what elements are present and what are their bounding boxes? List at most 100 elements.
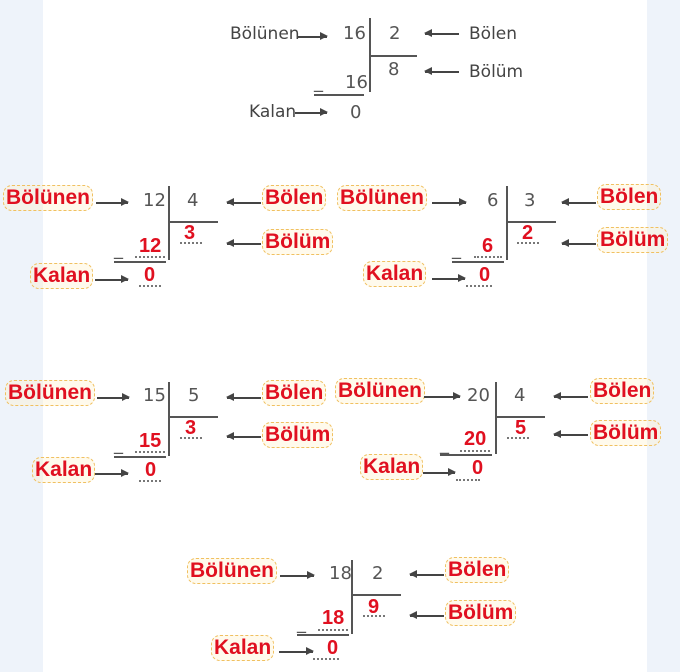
divisor-value: 4 (514, 385, 526, 406)
remainder-answer: 0 (144, 264, 156, 286)
dividend-value: 18 (329, 563, 352, 584)
arrow-left-icon (226, 394, 261, 400)
dividend-label: Bölünen (3, 185, 93, 211)
answer-blank (460, 450, 490, 452)
quotient-bar (506, 221, 556, 223)
remainder-label: Kalan (360, 454, 424, 480)
quotient-bar (495, 416, 545, 418)
quotient-label: Bölüm (262, 229, 334, 255)
arrow-left-icon (409, 612, 444, 618)
answer-blank (466, 285, 492, 287)
minus-sign: _ (314, 72, 323, 93)
dividend-label: Bölünen (335, 378, 425, 404)
quotient-label: Bölüm (469, 62, 524, 82)
minus-sign: _ (114, 434, 123, 455)
subtraction-bar (297, 634, 349, 636)
arrow-right-icon (96, 199, 129, 205)
answer-blank (180, 437, 202, 439)
division-bar (351, 560, 353, 634)
answer-blank (180, 242, 202, 244)
arrow-right-icon (95, 276, 129, 282)
arrow-right-icon (97, 394, 130, 400)
subtrahend-answer: 6 (482, 235, 494, 257)
subtrahend-answer: 18 (322, 607, 345, 629)
arrow-left-icon (424, 30, 459, 36)
remainder-label: Kalan (363, 261, 427, 287)
quotient-label: Bölüm (262, 422, 334, 448)
divisor-label: Bölen (597, 184, 662, 210)
remainder-label: Kalan (30, 263, 94, 289)
quotient-answer: 3 (184, 222, 196, 244)
division-bar (506, 186, 508, 260)
minus-sign: _ (452, 239, 461, 260)
quotient-answer: 3 (185, 417, 197, 439)
quotient-bar (351, 594, 401, 596)
dividend-value: 12 (143, 190, 166, 211)
arrow-right-icon (432, 275, 466, 281)
arrow-right-icon (432, 199, 467, 205)
subtrahend-answer: 12 (139, 235, 162, 257)
answer-blank (363, 615, 385, 617)
remainder-value: 0 (350, 102, 362, 123)
quotient-bar (369, 55, 417, 57)
divisor-label: Bölen (262, 185, 327, 211)
subtraction-bar (440, 454, 492, 456)
subtraction-bar (114, 261, 166, 263)
answer-blank (507, 437, 529, 439)
dividend-label: Bölünen (5, 380, 95, 406)
arrow-right-icon (279, 648, 314, 654)
dividend-label: Bölünen (230, 24, 300, 44)
quotient-label: Bölüm (597, 227, 669, 253)
arrow-left-icon (409, 571, 444, 577)
arrow-left-icon (553, 431, 588, 437)
arrow-left-icon (424, 68, 459, 74)
arrow-left-icon (553, 393, 588, 399)
minus-sign: _ (114, 239, 123, 260)
answer-blank (474, 256, 502, 258)
quotient-value: 8 (388, 59, 400, 80)
remainder-answer: 0 (145, 459, 157, 481)
remainder-label: Kalan (249, 102, 297, 122)
quotient-answer: 9 (368, 596, 380, 618)
quotient-label: Bölüm (445, 600, 517, 626)
answer-blank (313, 658, 339, 660)
answer-blank (456, 479, 480, 481)
divisor-value: 5 (188, 385, 200, 406)
answer-blank (517, 242, 539, 244)
division-bar (168, 382, 170, 456)
divisor-value: 3 (524, 190, 536, 211)
divisor-label: Bölen (262, 380, 327, 406)
arrow-left-icon (226, 240, 261, 246)
answer-blank (318, 629, 348, 631)
arrow-left-icon (561, 199, 596, 205)
arrow-right-icon (424, 393, 461, 399)
minus-sign: _ (440, 434, 449, 455)
quotient-answer: 5 (515, 417, 527, 439)
subtrahend-value: 16 (345, 72, 368, 93)
divisor-value: 2 (372, 563, 384, 584)
divisor-label: Bölen (445, 557, 510, 583)
remainder-answer: 0 (479, 264, 491, 286)
arrow-right-icon (95, 470, 129, 476)
arrow-right-icon (295, 109, 328, 115)
arrow-right-icon (280, 572, 315, 578)
subtrahend-answer: 15 (139, 430, 162, 452)
answer-blank (135, 256, 165, 258)
dividend-label: Bölünen (187, 558, 277, 584)
answer-blank (139, 285, 161, 287)
divisor-value: 2 (389, 23, 401, 44)
answer-blank (139, 480, 161, 482)
dividend-value: 15 (143, 385, 166, 406)
remainder-answer: 0 (472, 457, 484, 479)
remainder-label: Kalan (211, 635, 275, 661)
quotient-label: Bölüm (590, 420, 662, 446)
minus-sign: _ (297, 613, 306, 634)
dividend-value: 16 (343, 23, 366, 44)
quotient-bar (168, 221, 218, 223)
division-bar (168, 186, 170, 260)
arrow-right-icon (297, 33, 328, 39)
remainder-label: Kalan (32, 457, 96, 483)
subtraction-bar (452, 261, 504, 263)
dividend-value: 20 (467, 385, 490, 406)
dividend-label: Bölünen (337, 185, 427, 211)
